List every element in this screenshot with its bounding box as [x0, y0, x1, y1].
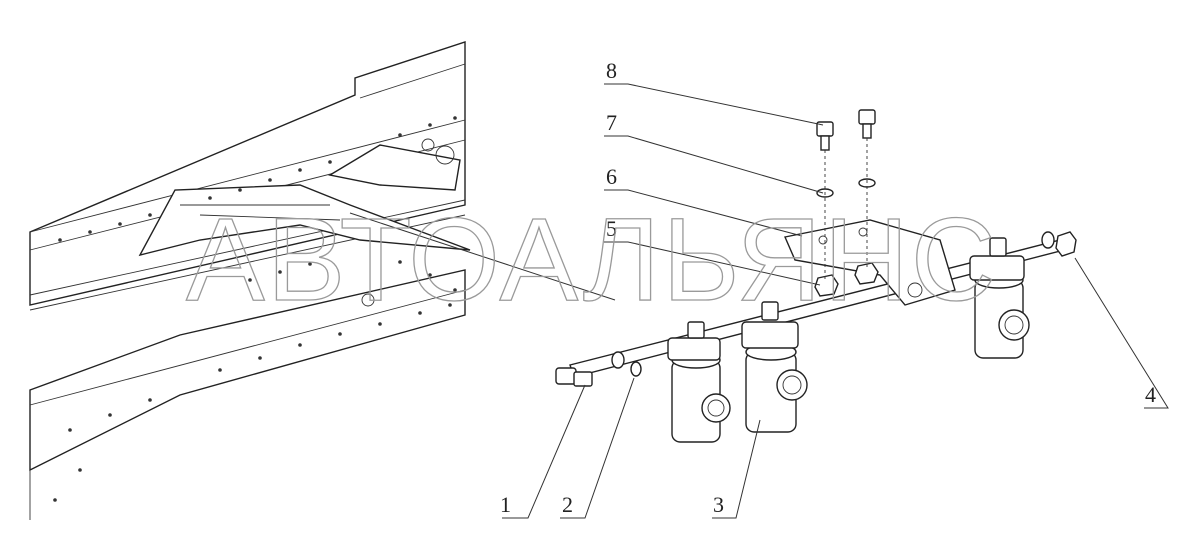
callout-5: 5	[606, 216, 617, 241]
valve-unit	[667, 321, 731, 443]
mount-bolt	[816, 109, 876, 151]
leader-lines	[502, 83, 1169, 519]
mounting-bracket	[784, 219, 956, 306]
callout-8: 8	[606, 58, 617, 83]
nut	[814, 262, 879, 297]
chassis-frame	[29, 41, 616, 520]
callout-6: 6	[606, 164, 617, 189]
callout-labels: 1 2 3 4 5 6 7 8	[500, 58, 1156, 517]
washer	[630, 361, 642, 377]
callout-3: 3	[713, 492, 724, 517]
callout-2: 2	[562, 492, 573, 517]
callout-4: 4	[1145, 382, 1156, 407]
watermark: АВТОАЛЬЯНС	[186, 194, 998, 326]
bolt-head	[555, 367, 593, 387]
end-nut	[1041, 231, 1077, 257]
valve-assembly	[555, 109, 1077, 443]
callout-7: 7	[606, 110, 617, 135]
valve-unit	[741, 301, 808, 433]
callout-1: 1	[500, 492, 511, 517]
valve-unit	[969, 237, 1030, 359]
washer	[611, 351, 625, 369]
